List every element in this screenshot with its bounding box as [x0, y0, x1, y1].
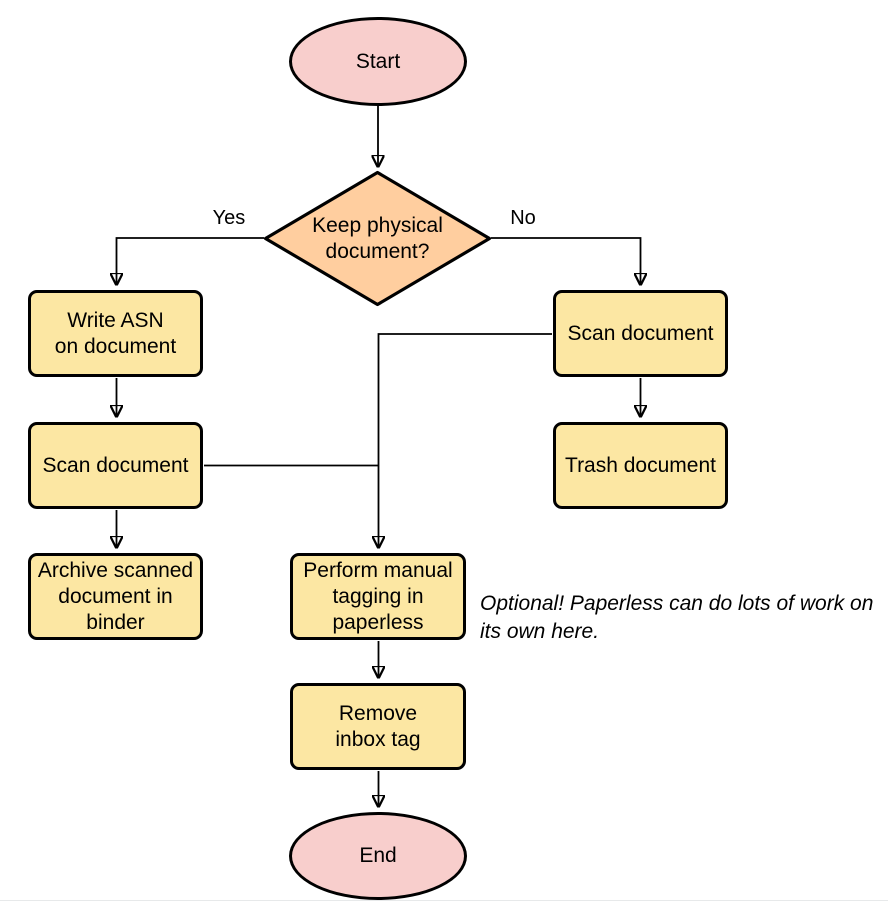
node-scan-document-right: Scan document [553, 290, 728, 377]
node-trash-document: Trash document [553, 422, 728, 509]
node-scan-document-left: Scan document [28, 422, 203, 509]
edge-decision-yes-to-write-asn [117, 237, 264, 285]
node-end: End [289, 812, 467, 900]
node-perform-manual-tagging: Perform manual tagging in paperless [290, 553, 466, 640]
decision-label: Keep physical document? [312, 213, 443, 263]
annotation-optional-note: Optional! Paperless can do lots of work … [480, 592, 874, 643]
node-start: Start [289, 17, 467, 106]
node-remove-inbox-tag: Remove inbox tag [290, 683, 466, 770]
decision-diamond-shape [263, 170, 492, 307]
node-archive-scanned-document: Archive scanned document in binder [28, 553, 203, 640]
edge-scan-right-to-tagging [379, 333, 552, 548]
bottom-divider-line [0, 900, 888, 901]
edge-label-yes: Yes [212, 207, 246, 229]
node-decision-keep-physical-document: Keep physical document? [263, 170, 492, 307]
edge-decision-no-to-scan-right [491, 237, 641, 285]
node-write-asn-on-document: Write ASN on document [28, 290, 203, 377]
edge-label-no: No [510, 207, 536, 229]
